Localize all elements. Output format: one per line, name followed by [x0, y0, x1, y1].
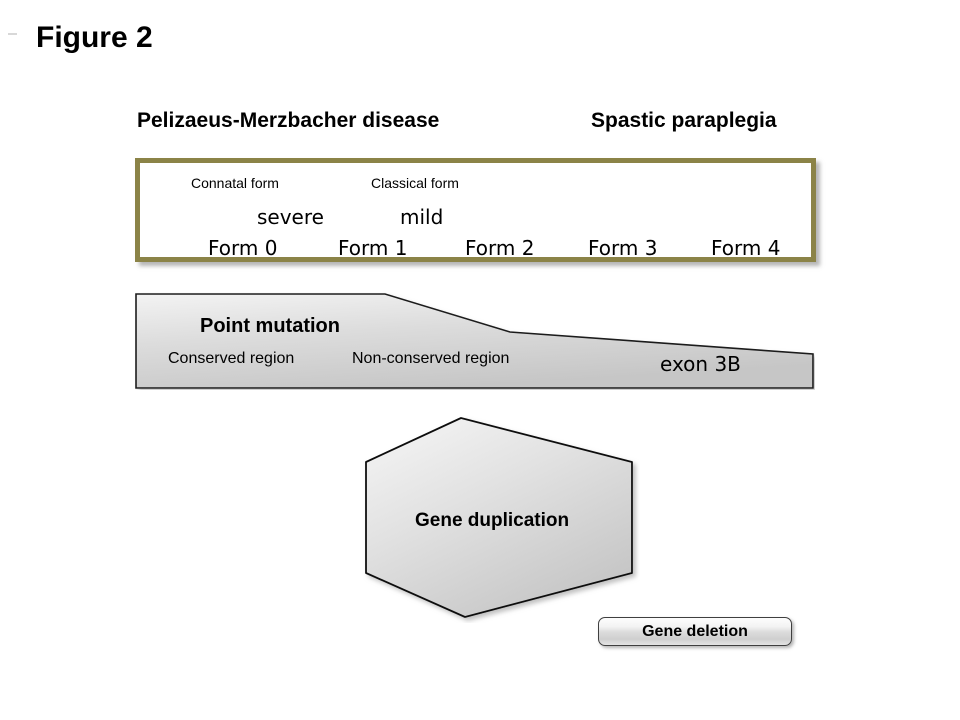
- gene-duplication-hexagon: [360, 415, 640, 623]
- label-gene-duplication: Gene duplication: [415, 510, 570, 531]
- gene-deletion-button-label: Gene deletion: [642, 622, 748, 640]
- label-non-conserved-region: Non-conserved region: [352, 350, 510, 367]
- point-mutation-band-shape: [135, 292, 815, 390]
- label-exon-3b: exon 3B: [660, 352, 741, 376]
- heading-spastic-paraplegia: Spastic paraplegia: [591, 109, 777, 132]
- label-form-4: Form 4: [711, 236, 781, 260]
- severity-spectrum-box: [135, 158, 816, 262]
- label-severity-mild: mild: [400, 205, 444, 229]
- forms-row: Form 0 Form 1 Form 2 Form 3 Form 4: [135, 235, 816, 263]
- label-form-3: Form 3: [588, 236, 658, 260]
- label-conserved-region: Conserved region: [168, 350, 295, 367]
- page-title: Figure 2: [36, 21, 153, 54]
- label-point-mutation: Point mutation: [200, 315, 340, 337]
- gene-deletion-button[interactable]: Gene deletion: [598, 617, 792, 646]
- label-form-0: Form 0: [208, 236, 278, 260]
- label-classical-form: Classical form: [371, 175, 459, 191]
- heading-pelizaeus-merzbacher-disease: Pelizaeus-Merzbacher disease: [137, 109, 440, 132]
- label-form-1: Form 1: [338, 236, 408, 260]
- corner-artifact-mark: [8, 33, 17, 35]
- label-connatal-form: Connatal form: [191, 175, 279, 191]
- label-form-2: Form 2: [465, 236, 535, 260]
- label-severity-severe: severe: [257, 205, 324, 229]
